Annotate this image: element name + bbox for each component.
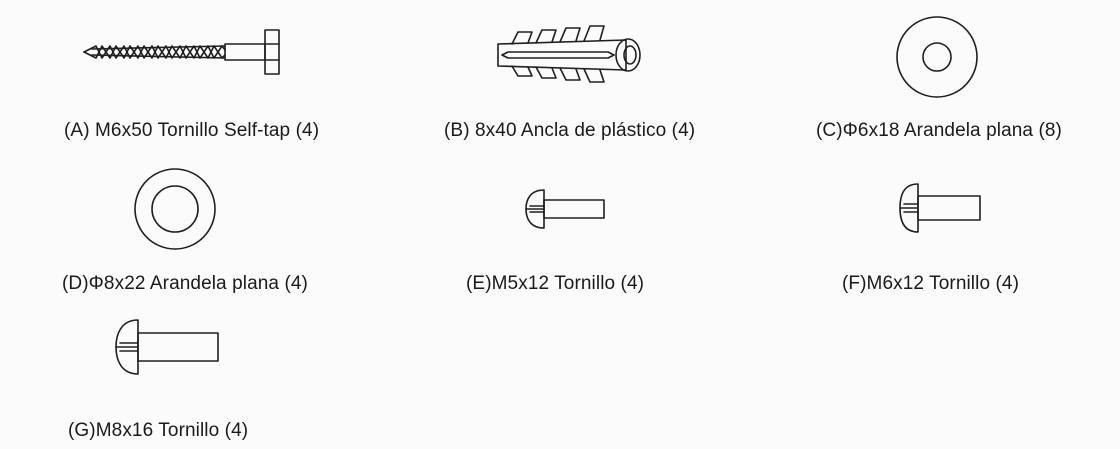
part-d-caption: (D)Φ8x22 Arandela plana (4) — [62, 273, 308, 294]
part-e-caption: (E)M5x12 Tornillo (4) — [466, 273, 645, 294]
self-tapping-screw-icon — [78, 22, 293, 82]
machine-screw-icon — [896, 180, 988, 236]
part-c-caption: (C)Φ6x18 Arandela plana (8) — [816, 120, 1062, 141]
part-a-caption: (A) M6x50 Tornillo Self-tap (4) — [64, 120, 320, 141]
flat-washer-icon — [130, 164, 220, 254]
machine-screw-icon — [112, 316, 224, 378]
flat-washer-icon — [892, 12, 982, 102]
plastic-anchor-icon — [488, 22, 658, 84]
machine-screw-icon — [522, 186, 612, 232]
part-f-caption: (F)M6x12 Tornillo (4) — [842, 273, 1020, 294]
part-b-caption: (B) 8x40 Ancla de plástico (4) — [444, 120, 696, 141]
part-g-caption: (G)M8x16 Tornillo (4) — [68, 420, 249, 441]
